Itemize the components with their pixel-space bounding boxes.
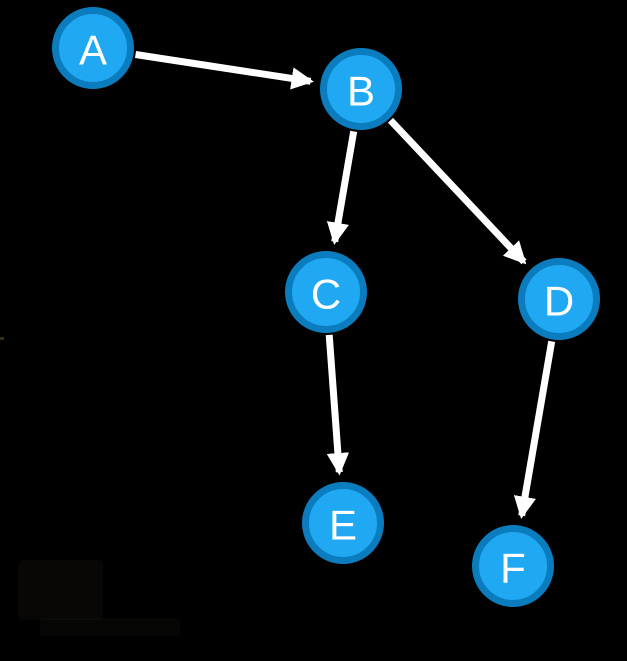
graph-node-b[interactable]: B [320,48,402,130]
graph-node-e[interactable]: E [302,482,384,564]
graph-node-d[interactable]: D [518,258,600,340]
node-circle-f[interactable] [472,525,554,607]
edge-b-d [387,117,527,265]
node-circle-e[interactable] [302,482,384,564]
edge-a-b [134,51,314,90]
edge-c-e [325,334,350,476]
edge-d-f [513,340,556,520]
node-circle-c[interactable] [285,251,367,333]
graph-node-c[interactable]: C [285,251,367,333]
node-circle-b[interactable] [320,48,402,130]
node-circle-d[interactable] [518,258,600,340]
graph-node-a[interactable]: A [52,7,134,89]
node-circle-a[interactable] [52,7,134,89]
edge-b-c [326,130,358,246]
graph-node-f[interactable]: F [472,525,554,607]
